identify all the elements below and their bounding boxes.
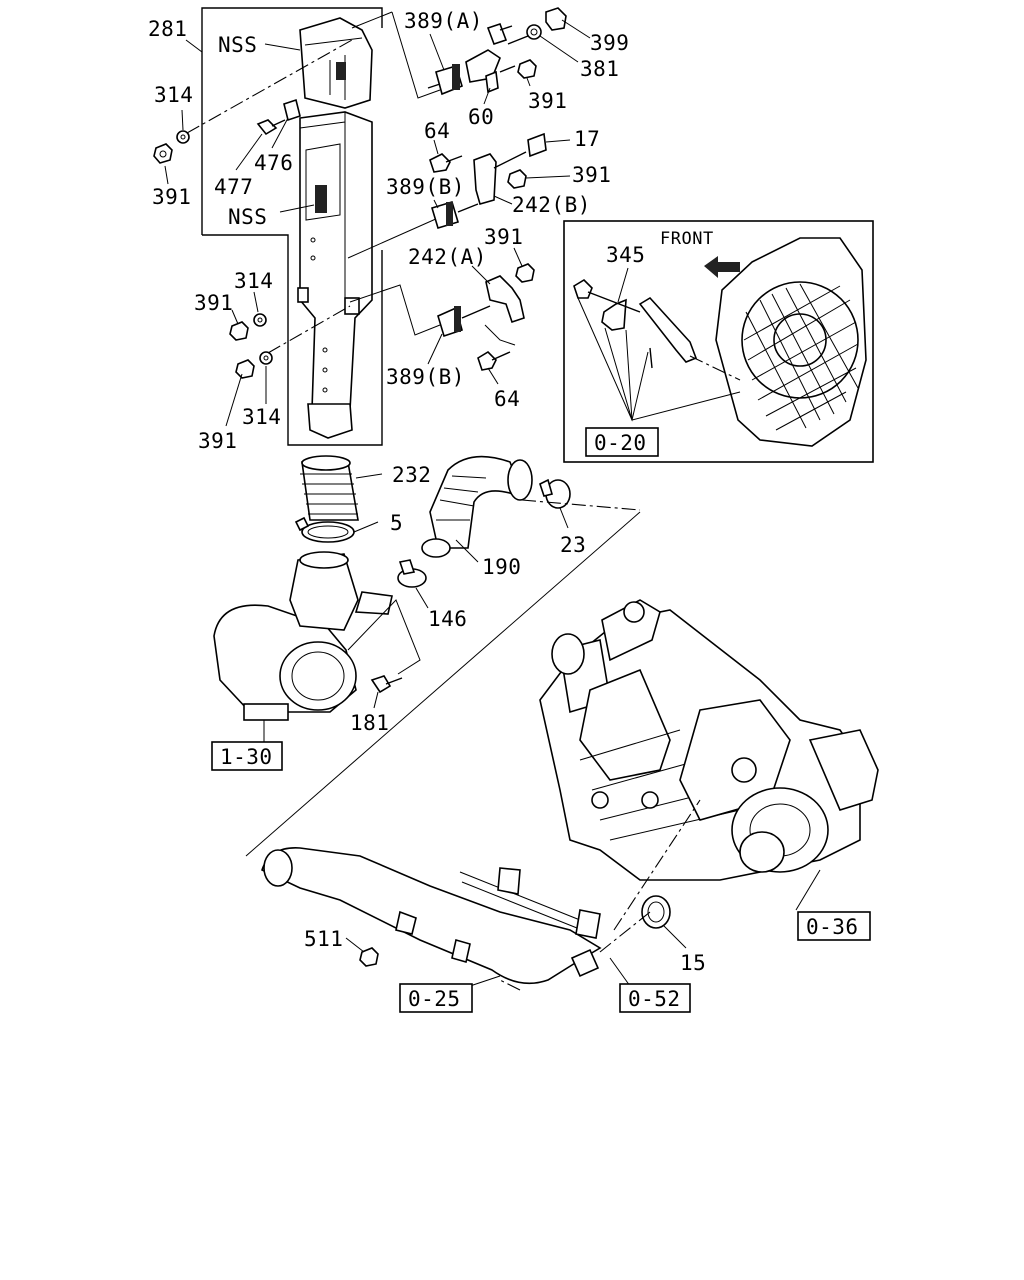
callout-314-mid: 314 (234, 269, 273, 293)
callout-17: 17 (574, 127, 600, 151)
leader-lines-upper (186, 11, 441, 354)
callout-15: 15 (680, 951, 706, 975)
callout-391-e: 391 (194, 291, 233, 315)
ref-box-0-52 (619, 983, 691, 1013)
callout-389b-top: 389(B) (386, 175, 465, 199)
ref-box-0-25 (399, 983, 473, 1013)
mount-389a-group (427, 7, 567, 96)
callout-391-b: 391 (528, 89, 567, 113)
ref-0-20: 0-20 (594, 431, 647, 455)
callout-181: 181 (350, 711, 389, 735)
callout-389b-bottom: 389(B) (386, 365, 465, 389)
callout-389a: 389(A) (404, 9, 483, 33)
callout-399: 399 (590, 31, 629, 55)
reference-boxes: 0-20 1-30 0-36 0-25 0-52 (211, 427, 871, 1013)
callout-345: 345 (606, 243, 645, 267)
front-label: FRONT (660, 229, 714, 249)
callout-314-top: 314 (154, 83, 193, 107)
air-duct-assembly (201, 7, 383, 446)
hose-group (294, 455, 641, 588)
ref-box-0-20 (585, 427, 659, 457)
callout-60: 60 (468, 105, 494, 129)
ref-1-30: 1-30 (220, 745, 273, 769)
callout-nss-mid: NSS (228, 205, 267, 229)
callout-64-bottom: 64 (494, 387, 520, 411)
callout-242a: 242(A) (408, 245, 487, 269)
inset-front-box: FRONT (563, 220, 874, 463)
callout-391-c: 391 (572, 163, 611, 187)
housing-grid (743, 283, 859, 431)
callout-leaders (164, 19, 821, 987)
callout-281: 281 (148, 17, 187, 41)
ref-0-25: 0-25 (408, 987, 461, 1011)
fasteners-upper (153, 98, 301, 379)
mount-242b-group (429, 132, 547, 229)
engine-block (539, 599, 879, 881)
callout-511: 511 (304, 927, 343, 951)
mount-242a-group (437, 263, 535, 371)
callout-nss-top: NSS (218, 33, 257, 57)
front-arrow-icon (704, 256, 740, 278)
callout-190: 190 (482, 555, 521, 579)
intake-pipe (245, 511, 701, 991)
callout-242b: 242(B) (512, 193, 591, 217)
ref-0-52: 0-52 (628, 987, 681, 1011)
callout-476: 476 (254, 151, 293, 175)
callout-391-d: 391 (484, 225, 523, 249)
callout-391-f: 391 (198, 429, 237, 453)
callout-5: 5 (390, 511, 403, 535)
ref-box-0-36 (797, 911, 871, 941)
callout-381: 381 (580, 57, 619, 81)
callout-23: 23 (560, 533, 586, 557)
air-cleaner (213, 551, 421, 721)
callout-64-top: 64 (424, 119, 450, 143)
callout-146: 146 (428, 607, 467, 631)
callout-labels: 281 NSS 314 391 389(A) 399 381 391 60 47… (148, 9, 706, 975)
callout-391-top: 391 (152, 185, 191, 209)
callout-232: 232 (392, 463, 431, 487)
callout-477: 477 (214, 175, 253, 199)
callout-314-bottom: 314 (242, 405, 281, 429)
ref-0-36: 0-36 (806, 915, 859, 939)
ref-box-1-30 (211, 741, 283, 771)
